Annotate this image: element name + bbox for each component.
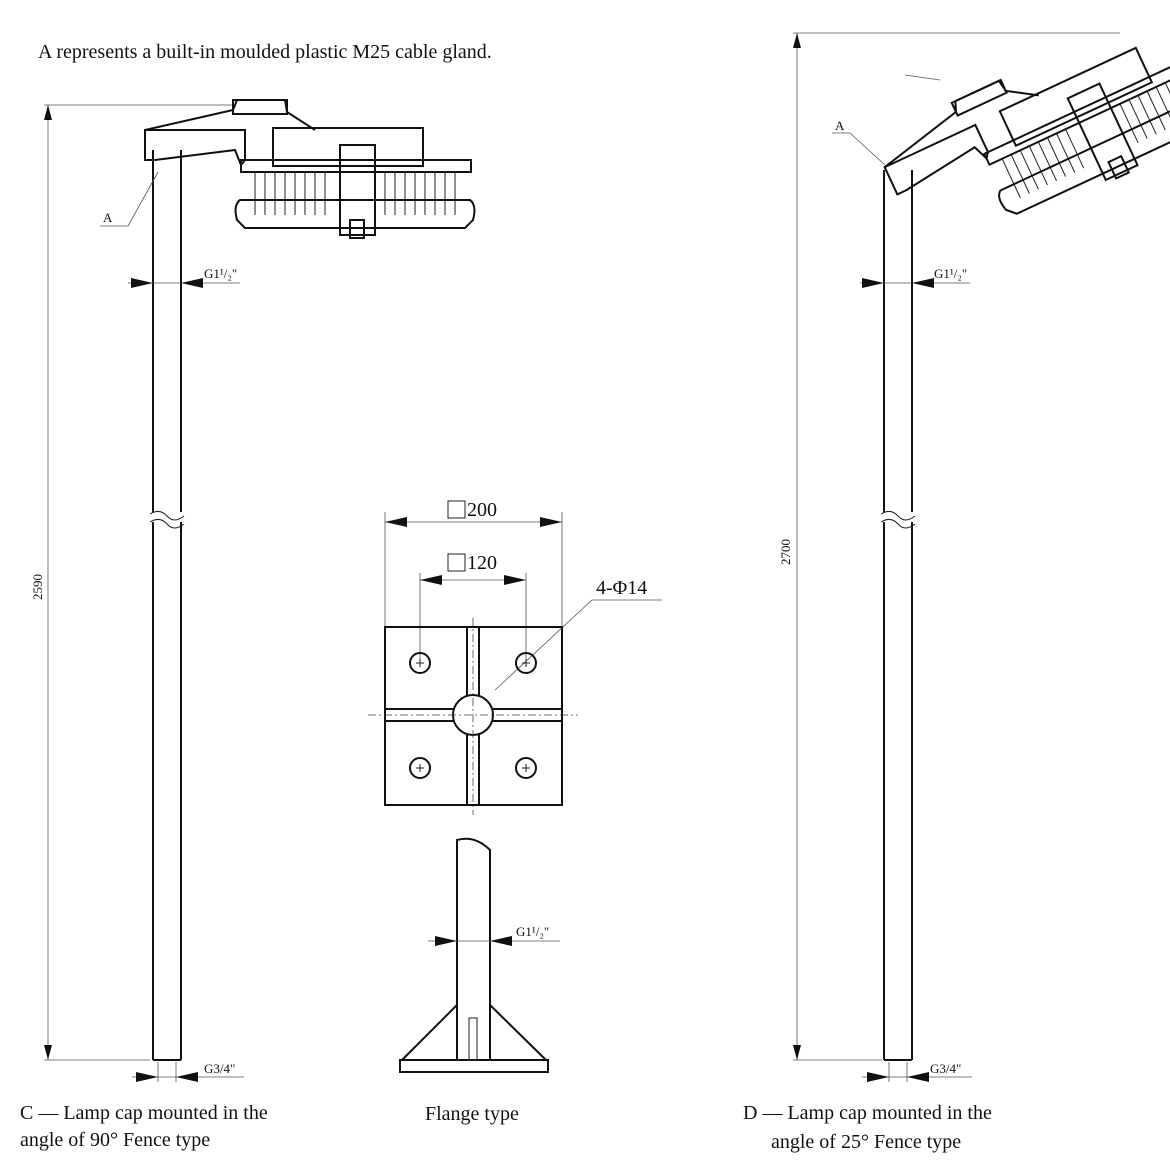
right-caption-2: angle of 25° Fence type — [771, 1131, 961, 1153]
bolt-holes — [409, 652, 537, 779]
right-thread-bottom: G3/4" — [930, 1061, 961, 1076]
holes-dim: 4-Φ14 — [596, 577, 647, 599]
flange-pole-view: G1¹/₂" Flange type — [399, 837, 560, 1125]
left-height-dim: 2590 — [30, 574, 45, 600]
flange-plate-view: 200 120 4-Φ14 — [368, 499, 662, 815]
flange-thread: G1¹/₂" — [516, 924, 549, 939]
right-marker-a: A — [835, 118, 845, 133]
outer-dim: 200 — [467, 499, 497, 521]
left-caption-1: C — Lamp cap mounted in the — [20, 1102, 268, 1124]
right-height-dim: 2700 — [778, 539, 793, 565]
note-text: A represents a built-in moulded plastic … — [38, 41, 492, 63]
left-marker-a: A — [103, 210, 113, 225]
left-thread-bottom: G3/4" — [204, 1061, 235, 1076]
right-caption-1: D — Lamp cap mounted in the — [743, 1102, 992, 1124]
left-caption-2: angle of 90° Fence type — [20, 1129, 210, 1151]
flange-caption: Flange type — [425, 1103, 519, 1125]
left-thread-top: G1¹/₂" — [204, 266, 237, 281]
left-lamp-assembly: 2590 A G1¹/₂" G3/4" C — Lamp cap mounted… — [20, 99, 476, 1151]
right-thread-top: G1¹/₂" — [934, 266, 967, 281]
right-lamp-head — [871, 0, 1170, 267]
right-lamp-assembly: 2700 A G1¹/₂" G3/4" D — Lamp cap mounted… — [743, 0, 1170, 1153]
inner-dim: 120 — [467, 552, 497, 574]
left-lamp-head — [144, 99, 476, 239]
